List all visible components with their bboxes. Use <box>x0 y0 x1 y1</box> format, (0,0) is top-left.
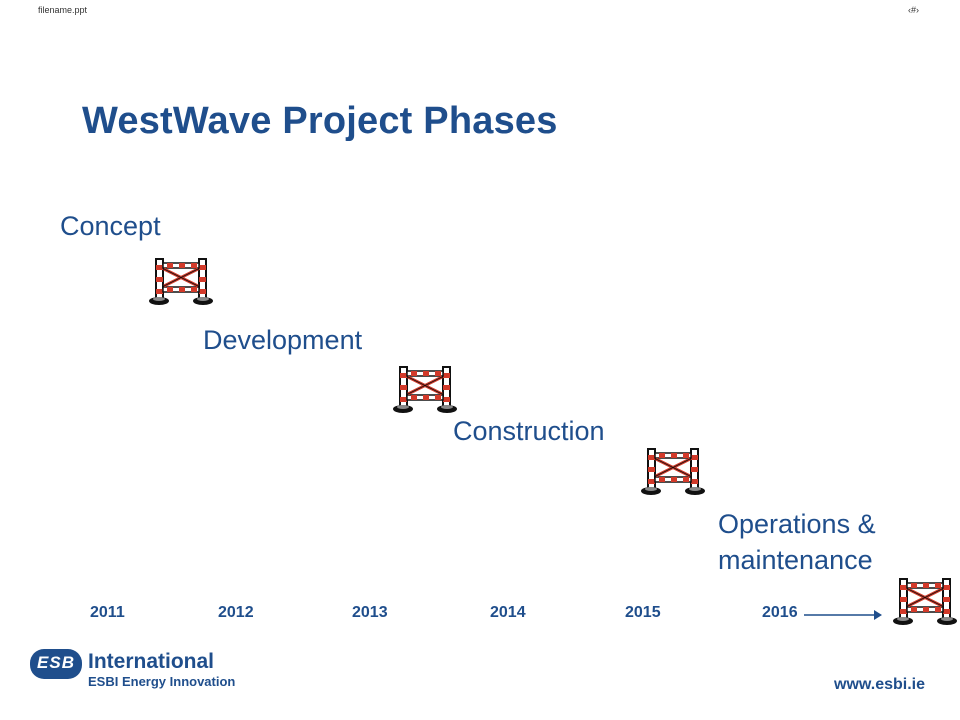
year-label: 2015 <box>625 604 661 621</box>
gate-icon <box>147 257 215 307</box>
page-title: WestWave Project Phases <box>82 100 558 142</box>
phase-operations: Operations & maintenance <box>718 509 876 575</box>
brand-name: International <box>88 650 215 673</box>
year-label: 2012 <box>218 604 254 621</box>
slide-number: ‹#› <box>908 5 919 15</box>
year-label: 2016 <box>762 604 798 621</box>
esb-logo: ESB <box>30 649 82 679</box>
filename-label: filename.ppt <box>38 5 88 15</box>
phase-construction: Construction <box>453 416 605 446</box>
year-label: 2011 <box>90 604 125 621</box>
phase-concept: Concept <box>60 211 161 241</box>
gate-icon <box>391 365 459 415</box>
logo-mark: ESB <box>37 653 75 672</box>
gate-icon <box>639 447 707 497</box>
gate-icon <box>891 577 959 627</box>
year-label: 2014 <box>490 604 526 621</box>
website-link[interactable]: www.esbi.ie <box>834 676 925 693</box>
brand-tagline: ESBI Energy Innovation <box>88 674 236 689</box>
arrow-right-icon <box>804 610 882 620</box>
year-label: 2013 <box>352 604 388 621</box>
phase-development: Development <box>203 325 363 355</box>
